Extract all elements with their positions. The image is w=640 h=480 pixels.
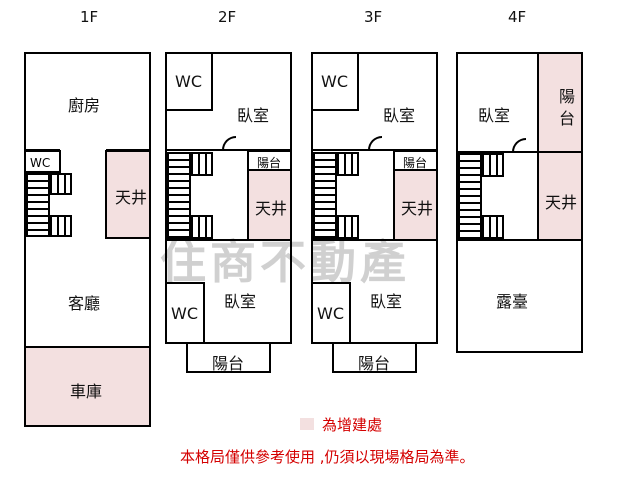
bedroom-label: 臥室 — [478, 106, 511, 125]
legend-label: 為增建處 — [322, 416, 383, 434]
stairs-icon — [337, 215, 359, 239]
atrium-3f: 天井 — [393, 169, 438, 241]
floor-label-2f: 2F — [218, 8, 237, 26]
watermark-logo: 住商不動產 — [160, 235, 410, 289]
wc-3f-lower: WC — [311, 282, 351, 344]
disclaimer-note: 本格局僅供參考使用 ,仍須以現場格局為準。 — [180, 448, 475, 466]
atrium-2f: 天井 — [247, 169, 292, 241]
bedroom-label: 臥室 — [370, 292, 403, 311]
terrace-label: 露臺 — [496, 292, 529, 311]
stairs-icon — [191, 152, 213, 176]
floor-label-1f: 1F — [80, 8, 99, 26]
bedroom-label: 臥室 — [224, 292, 257, 311]
atrium-1f: 天井 — [105, 150, 151, 239]
stairs-icon — [26, 173, 50, 237]
floor-label-4f: 4F — [508, 8, 527, 26]
stairs-icon — [50, 215, 72, 237]
stairs-icon — [167, 152, 191, 239]
balcony-2f-small: 陽台 — [247, 150, 292, 171]
door-icon — [368, 136, 382, 150]
wc-1f: WC — [24, 150, 61, 173]
atrium-4f: 天井 — [537, 151, 583, 241]
bedroom-label: 臥室 — [237, 106, 270, 125]
stairs-icon — [458, 153, 482, 239]
stairs-icon — [482, 215, 504, 239]
wc-2f-lower: WC — [165, 282, 205, 344]
garage-1f: 車庫 — [24, 346, 151, 427]
stairs-icon — [50, 173, 72, 195]
kitchen-label: 廚房 — [68, 96, 101, 115]
bedroom-label: 臥室 — [383, 106, 416, 125]
stairs-icon — [313, 152, 337, 239]
balcony-3f-small: 陽台 — [393, 150, 438, 171]
legend-swatch — [300, 418, 314, 430]
floor-label-3f: 3F — [364, 8, 383, 26]
door-icon — [512, 138, 526, 152]
door-icon — [222, 136, 236, 150]
living-room-label: 客廳 — [68, 294, 101, 313]
stairs-icon — [191, 215, 213, 239]
wc-2f-upper: WC — [165, 52, 213, 111]
balcony-4f: 陽台 — [537, 52, 583, 153]
stairs-icon — [337, 152, 359, 176]
balcony-2f: 陽台 — [186, 342, 271, 373]
wc-3f-upper: WC — [311, 52, 359, 111]
stairs-icon — [482, 153, 504, 177]
balcony-3f: 陽台 — [332, 342, 417, 373]
